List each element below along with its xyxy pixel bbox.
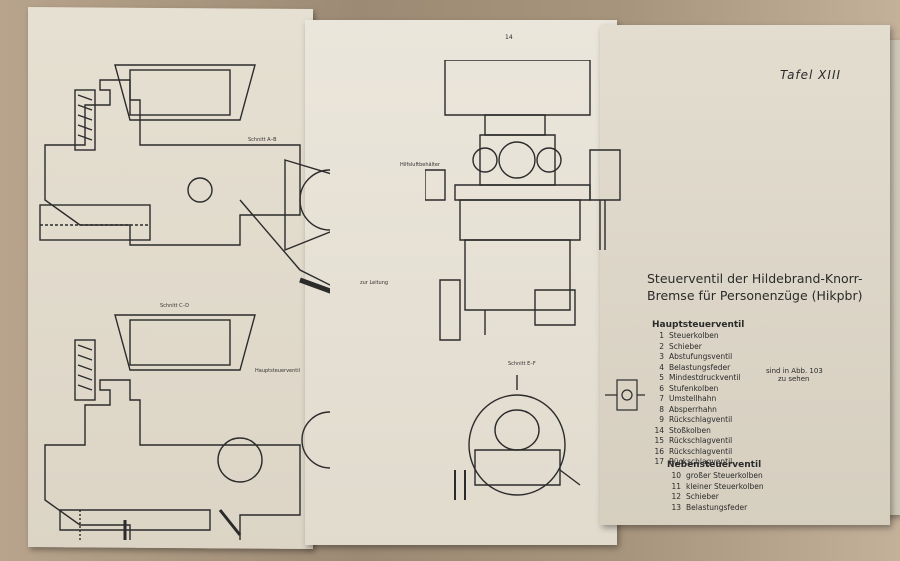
- brace-note-line-2: zu sehen: [778, 375, 810, 383]
- brace-note-line-1: sind in Abb. 103: [766, 367, 823, 375]
- page-number: 14: [505, 34, 513, 41]
- title-line-1: Steuerventil der Hildebrand-Knorr-: [647, 271, 863, 286]
- valve-detail-sketch: [605, 379, 645, 411]
- section-ef-label: Schnitt E–F: [508, 361, 536, 367]
- right-sheet: [600, 25, 890, 525]
- brace-note: sind in Abb. 103 zu sehen: [766, 367, 823, 383]
- aux-valve-heading: Nebensteuerventil: [667, 460, 762, 470]
- document-title: Steuerventil der Hildebrand-Knorr- Brems…: [647, 270, 863, 304]
- middle-sheet: [305, 20, 617, 545]
- valve-front-view-drawing: [425, 60, 621, 500]
- section-cd-label: Schnitt C–D: [160, 303, 190, 309]
- valve-section-drawing-left: [39, 64, 330, 540]
- plate-label: Tafel XIII: [780, 68, 842, 82]
- section-ab-label: Schnitt A–B: [248, 137, 277, 143]
- hilfsluftbehaelter-label: Hilfsluftbehälter: [400, 162, 441, 168]
- main-valve-heading: Hauptsteuerventil: [652, 320, 745, 330]
- title-line-2: Bremse für Personenzüge (Hikpbr): [647, 288, 863, 303]
- zur-leitung-label: zur Leitung: [360, 280, 389, 286]
- hauptsteuerventil-drawing-label: Hauptsteuerventil: [255, 368, 301, 374]
